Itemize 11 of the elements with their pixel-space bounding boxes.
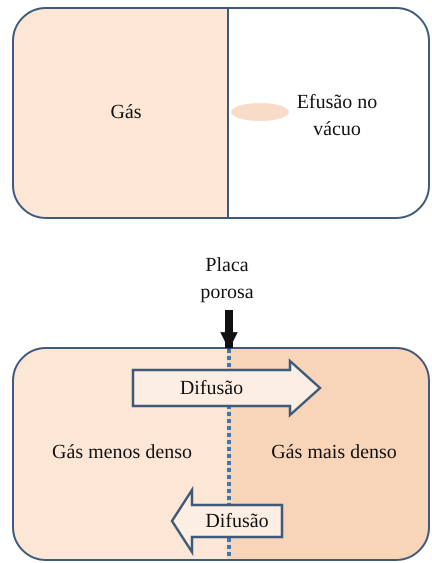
region-label: Efusão no vácuo [282, 89, 392, 145]
edge-label: Difusão [178, 376, 244, 400]
block-arrow [170, 486, 284, 556]
arrow [220, 310, 238, 350]
block-arrow [132, 358, 322, 418]
region-label: Gás [100, 99, 152, 129]
container-box [12, 7, 430, 219]
region-label: Gás menos denso [24, 439, 220, 469]
edge-label: Difusão [204, 509, 270, 533]
plate-label: Placa porosa [187, 252, 267, 306]
region-label: Gás mais denso [248, 439, 420, 469]
